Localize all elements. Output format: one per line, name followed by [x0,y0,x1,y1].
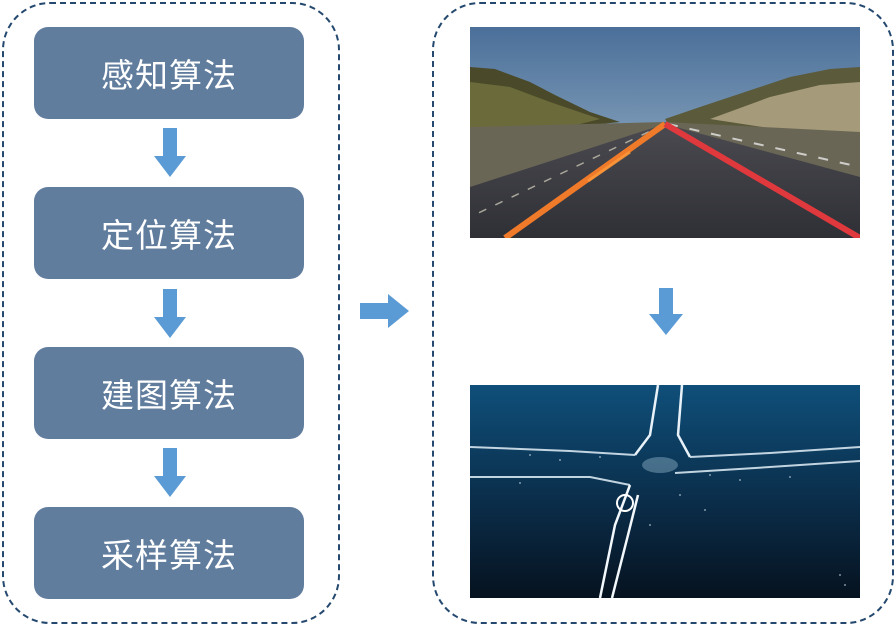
arrow-down-icon [154,289,186,338]
step-sampling: 采样算法 [34,507,304,599]
step-localization: 定位算法 [34,187,304,279]
step-mapping: 建图算法 [34,347,304,439]
step-label: 采样算法 [101,536,237,575]
algorithm-panel [2,2,340,624]
arrow-right-icon [360,294,409,328]
arrow-down-icon [154,128,186,177]
step-label: 感知算法 [101,56,237,95]
point-cloud-map [470,385,860,598]
output-panel [432,2,894,624]
step-label: 定位算法 [101,216,237,255]
arrow-down-icon [649,288,683,335]
road-lane-photo [470,27,860,238]
step-perception: 感知算法 [34,27,304,119]
arrow-down-icon [154,448,186,497]
step-label: 建图算法 [101,376,237,415]
